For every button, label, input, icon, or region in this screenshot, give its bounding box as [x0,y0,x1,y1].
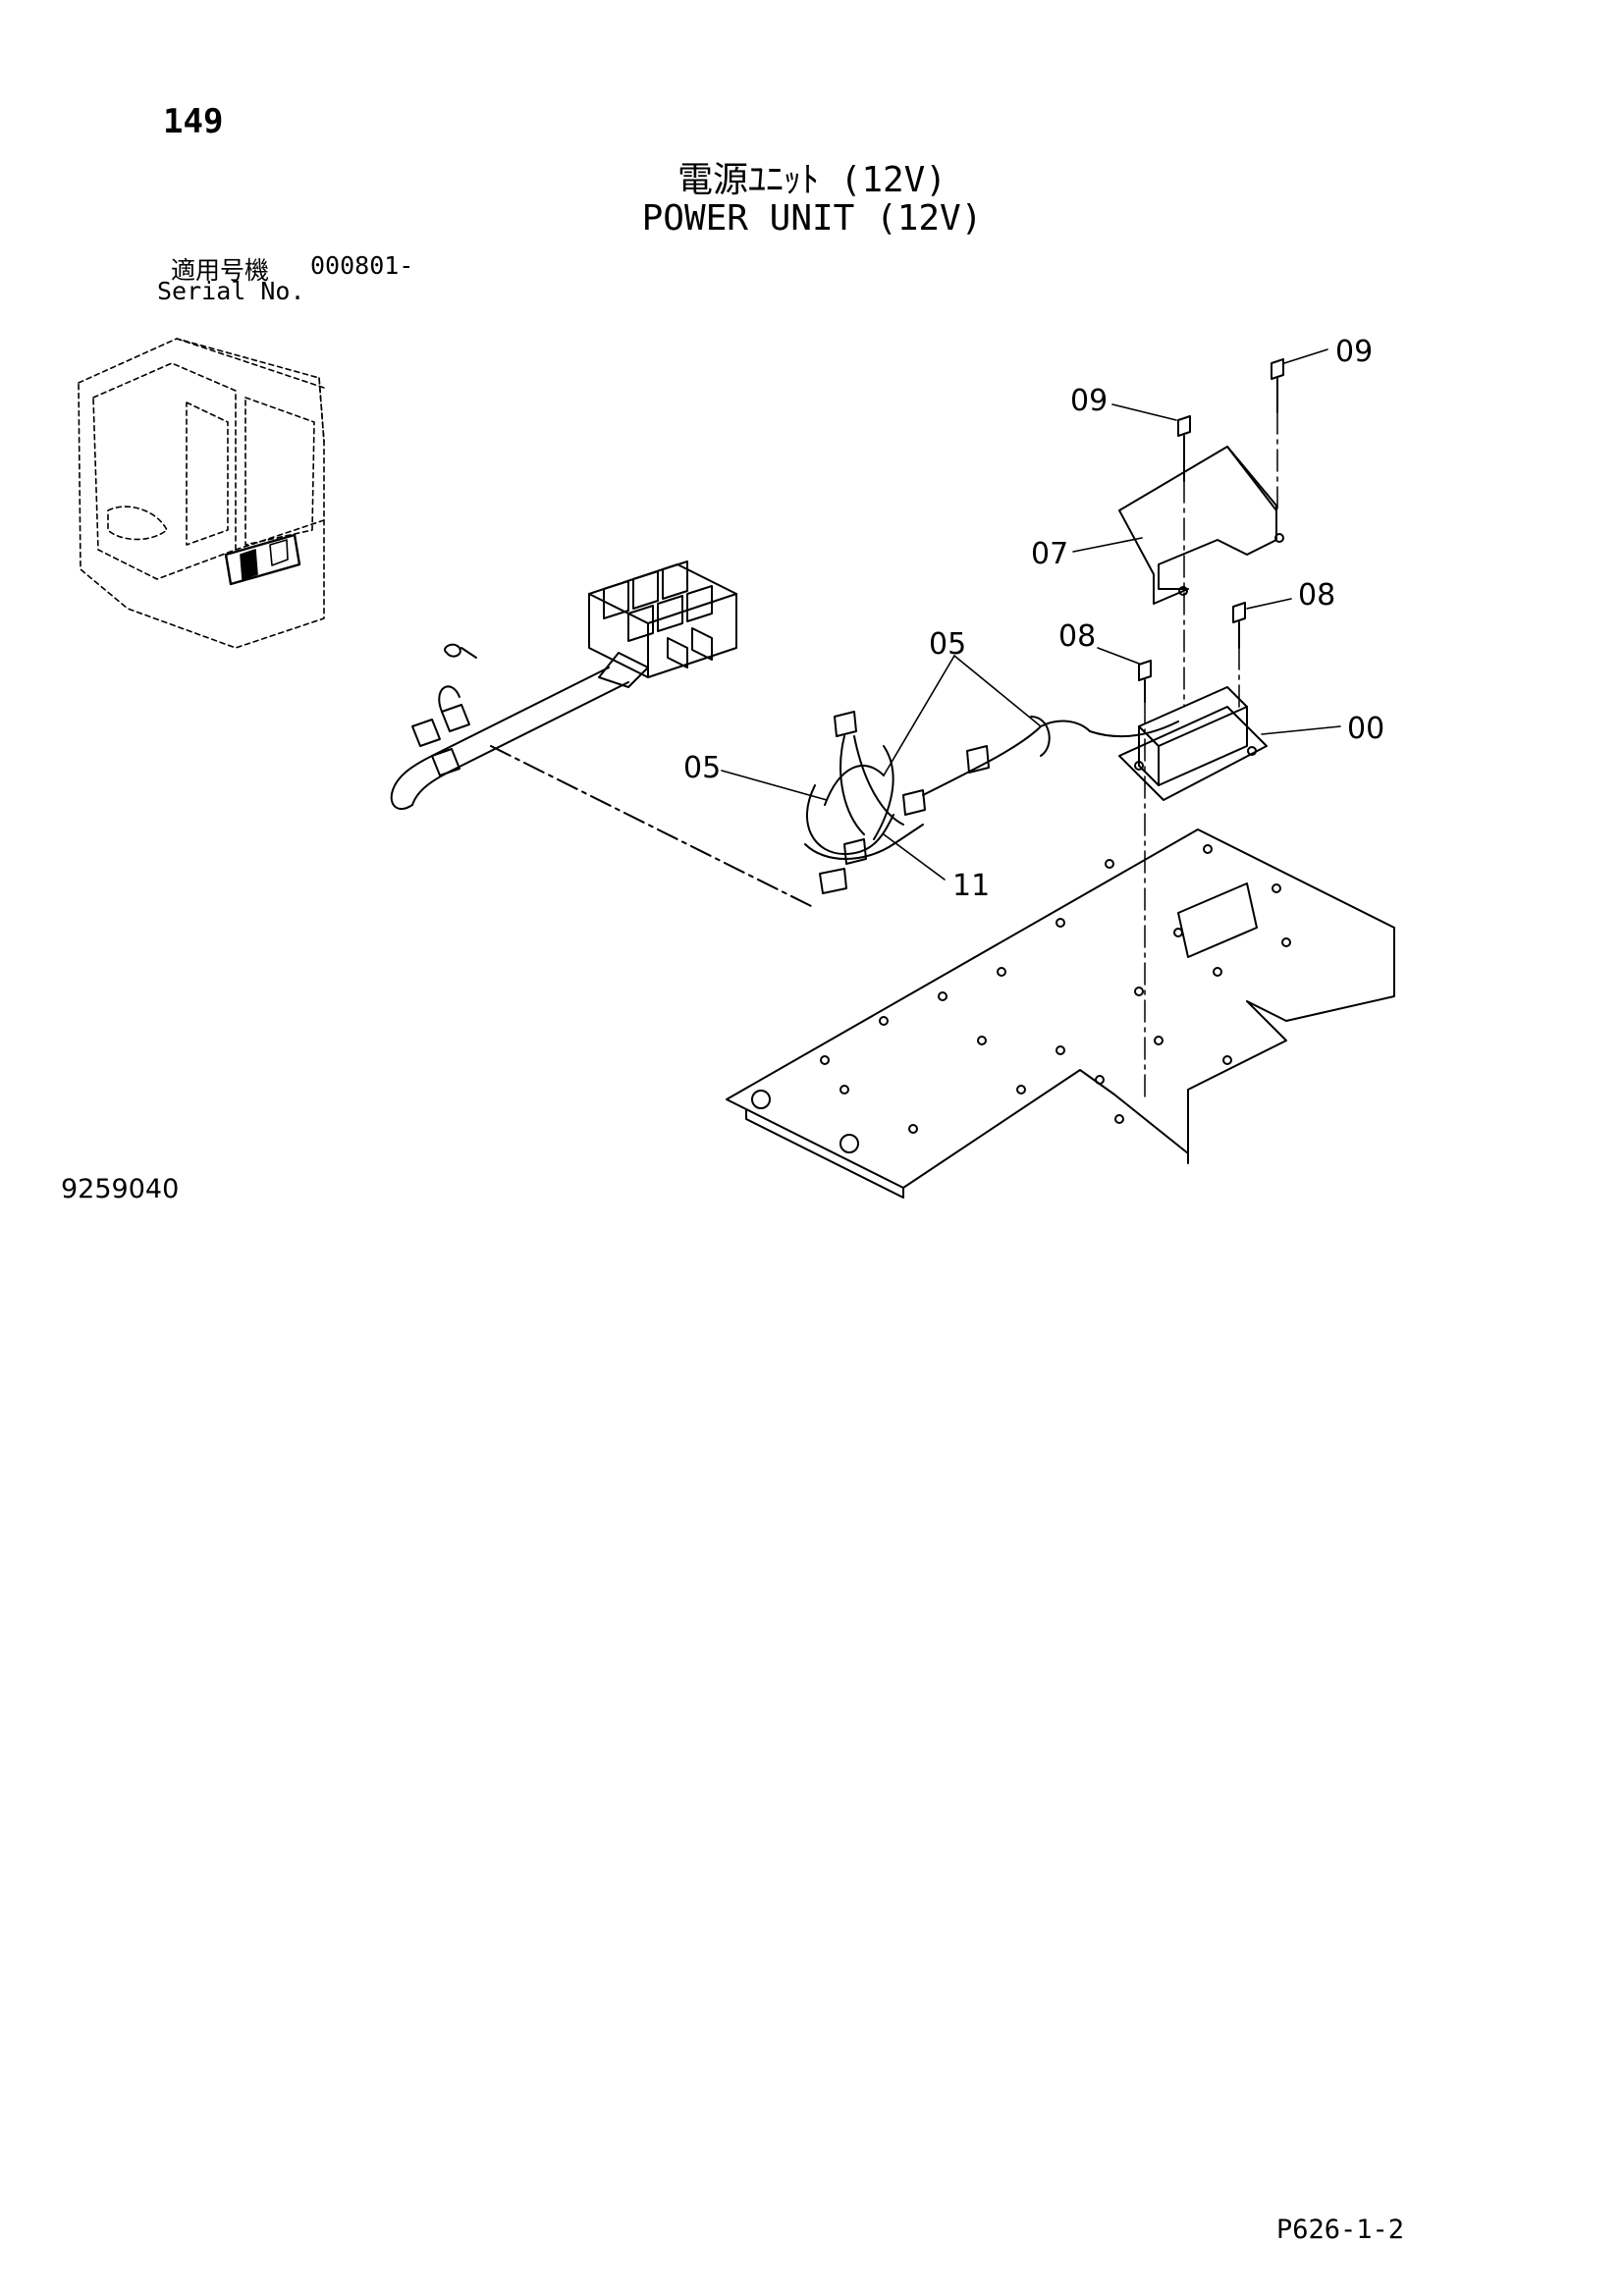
cover-bracket [1118,446,1284,605]
callout-07: 07 [1031,537,1068,571]
callout-00: 00 [1347,712,1384,746]
callout-05-left: 05 [683,751,721,785]
callout-08-left: 08 [1058,619,1096,654]
cab-overview-illustration [78,338,325,649]
page-title-japanese: 電源ﾕﾆｯﾄ (12V) [677,160,947,200]
callout-05-top: 05 [929,627,966,662]
page-number: 149 [163,102,224,141]
relay-block-harness [390,561,816,909]
figure-number: 9259040 [61,1174,180,1204]
serial-number: 000801- [310,251,414,280]
callout-09-right: 09 [1335,335,1373,369]
leader-lines [721,348,1341,881]
power-unit [1118,686,1268,801]
serial-label-japanese: 適用号機 [171,256,270,285]
bolts [1138,358,1284,703]
page-title: POWER UNIT (12V) [641,198,983,239]
serial-label: Serial No. [157,277,305,305]
page-reference: P626-1-2 [1276,2215,1405,2245]
floor-plate [726,828,1395,1199]
callout-11: 11 [952,869,990,903]
alignment-lines [1144,411,1278,1100]
sub-harness [804,711,1179,894]
callout-09-left: 09 [1070,384,1108,418]
callout-08-right: 08 [1298,578,1335,613]
